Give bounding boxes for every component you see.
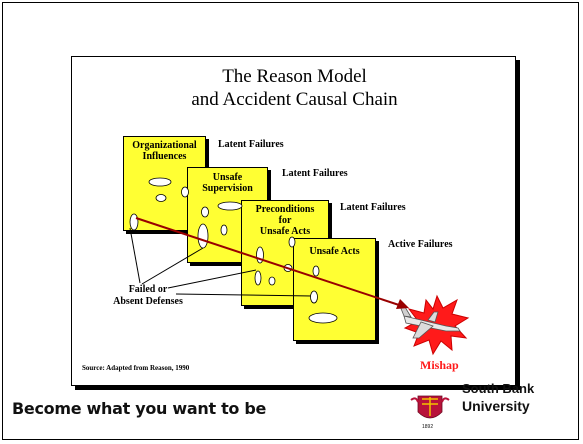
airplane-icon [399, 305, 461, 339]
defense-hole [155, 194, 167, 202]
slide-title: The Reason Model and Accident Causal Cha… [72, 65, 517, 111]
title-line-1: The Reason Model [222, 66, 367, 87]
slide-border [2, 2, 579, 440]
callout-line-3 [167, 269, 257, 289]
layer-label-organizational-influences: Organizational Influences [132, 140, 197, 162]
defense-hole [181, 186, 189, 198]
defense-hole [310, 290, 318, 304]
defense-hole [268, 276, 276, 286]
layer-label-preconditions: Preconditions for Unsafe Acts [255, 204, 315, 237]
callout-line-2 [141, 247, 204, 285]
causal-arrow [135, 217, 403, 307]
university-crest-year: 1892 [422, 424, 434, 430]
layer-card-unsafe-acts [293, 238, 376, 341]
university-name-line2: South Bank [462, 381, 535, 396]
failure-label-4: Active Failures [388, 239, 453, 250]
defenses-label: Failed or Absent Defenses [113, 284, 183, 307]
university-name-line3: University [462, 398, 530, 414]
defense-hole [254, 270, 262, 286]
defense-hole [288, 236, 296, 248]
callout-line-4 [175, 293, 313, 297]
defense-hole [217, 201, 243, 211]
failure-label-1: Latent Failures [218, 139, 284, 150]
failure-label-3: Latent Failures [340, 202, 406, 213]
defense-hole [201, 206, 209, 218]
defense-hole [308, 312, 338, 324]
layer-label-unsafe-acts: Unsafe Acts [309, 246, 360, 257]
defense-hole [312, 265, 320, 277]
causal-arrow-head [396, 299, 409, 309]
source-note: Source: Adapted from Reason, 1990 [82, 364, 190, 372]
defense-hole [220, 224, 228, 236]
defense-hole [148, 177, 172, 187]
failure-label-2: Latent Failures [282, 168, 348, 179]
mishap-label: Mishap [420, 358, 459, 372]
layer-label-unsafe-supervision: Unsafe Supervision [202, 172, 253, 194]
callout-line-1 [129, 227, 141, 284]
title-line-2: and Accident Causal Chain [191, 89, 398, 110]
footer-tagline: Become what you want to be [12, 399, 267, 418]
